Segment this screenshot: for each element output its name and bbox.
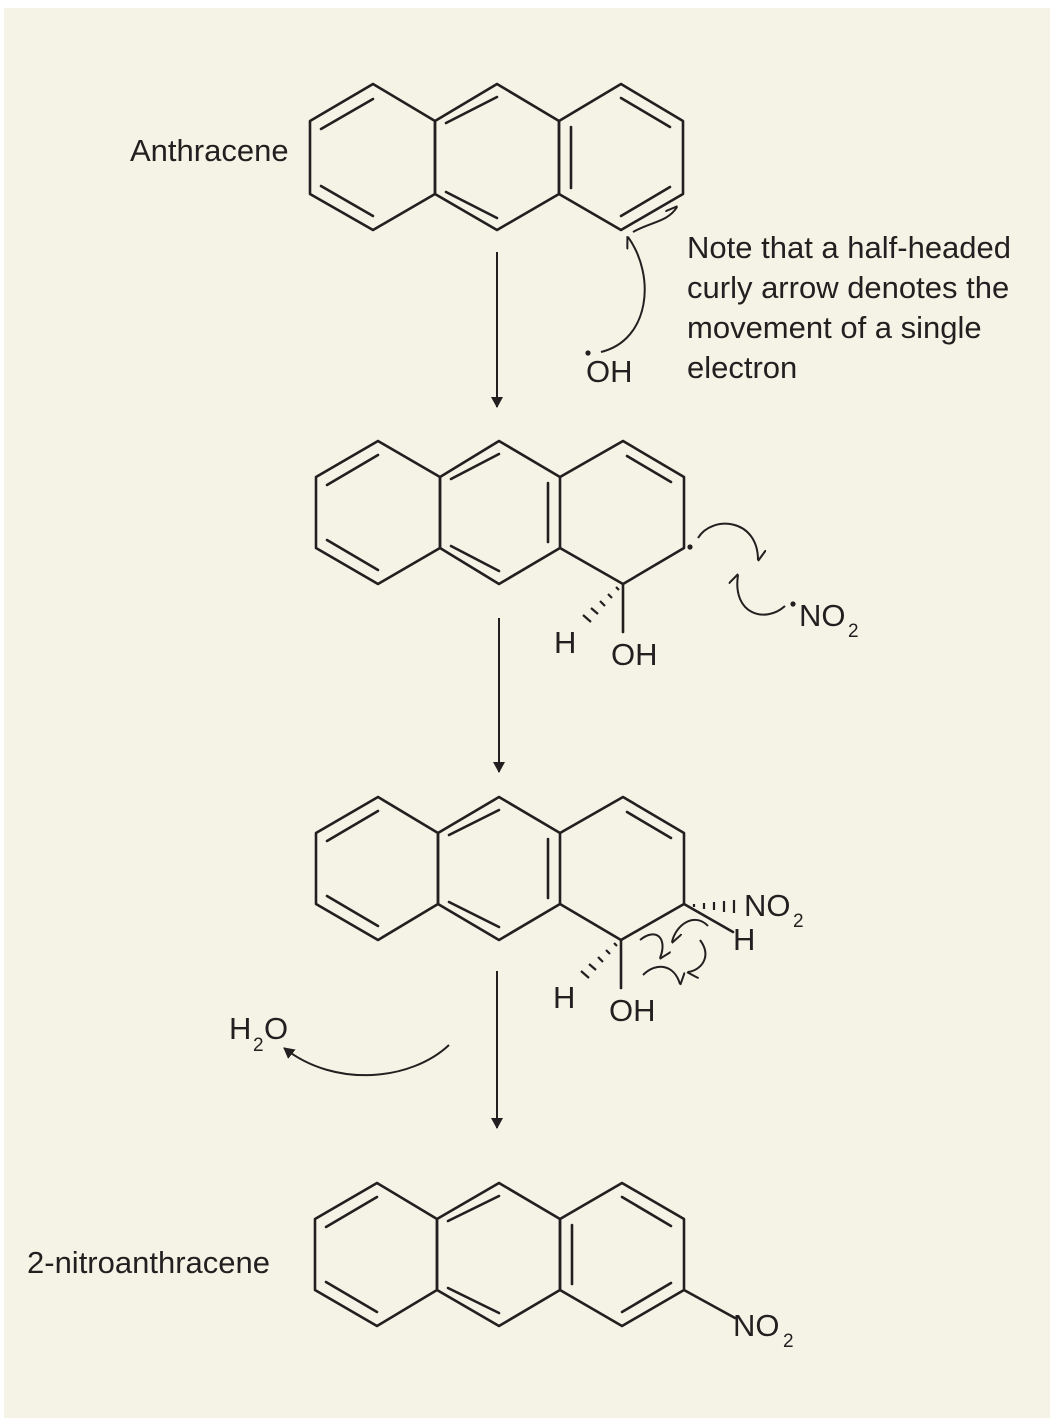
elimination-arrow-1	[671, 919, 709, 942]
no2-label-2: NO	[799, 598, 846, 633]
water-sub: 2	[253, 1035, 264, 1056]
nitroanthracene-structure	[313, 1181, 737, 1328]
no2-label-3: NO	[744, 888, 791, 923]
product-label: 2-nitroanthracene	[27, 1245, 270, 1280]
no2-sub-4: 2	[783, 1331, 794, 1352]
no2-sub-2: 2	[848, 621, 859, 642]
h-label-3a: H	[733, 922, 755, 957]
radical-pairing-arrow-2	[737, 575, 786, 616]
carbon-radical-dot	[687, 544, 693, 550]
no2-sub-3: 2	[793, 911, 804, 932]
elimination-arrow-4	[642, 965, 680, 984]
note-text: Note that a half-headed curly arrow deno…	[687, 230, 1011, 385]
h-label-2: H	[554, 625, 576, 660]
note-line-1: Note that a half-headed	[687, 230, 1011, 265]
note-line-2: curly arrow denotes the	[687, 270, 1009, 305]
water-o: O	[264, 1011, 288, 1046]
note-line-4: electron	[687, 350, 797, 385]
elimination-arrow-3	[688, 939, 707, 972]
water-loss-arrow	[283, 1044, 450, 1077]
anthracene-label: Anthracene	[130, 133, 289, 168]
water-h: H	[229, 1011, 251, 1046]
oh-radical-label: OH	[586, 354, 633, 389]
radical-attack-arrow	[600, 237, 646, 353]
elimination-arrow-2	[639, 933, 663, 958]
pi-electron-arrow	[632, 207, 677, 233]
oh-label-2: OH	[611, 637, 658, 672]
radical-pairing-arrow-1	[697, 522, 758, 560]
radical-dot	[585, 350, 591, 356]
nitro-adduct-structure	[314, 795, 736, 990]
oh-label-3: OH	[609, 993, 656, 1028]
no2-label-4: NO	[733, 1308, 780, 1343]
note-line-3: movement of a single	[687, 310, 982, 345]
anthracene-structure	[308, 82, 685, 232]
radical-intermediate-structure	[314, 439, 686, 634]
no2-radical-dot	[790, 601, 796, 607]
h-label-3b: H	[553, 980, 575, 1015]
background-panel	[4, 8, 1050, 1418]
